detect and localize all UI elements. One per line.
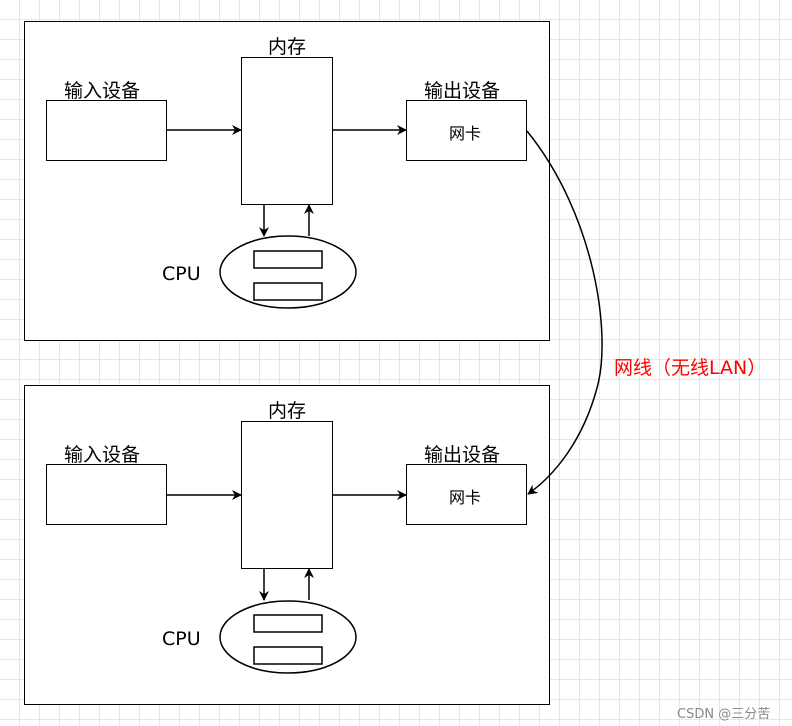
input-device-label-bottom: 输入设备 — [64, 444, 141, 466]
watermark: CSDN @三分苦 — [677, 707, 771, 722]
nic-label-bottom: 网卡 — [449, 488, 482, 507]
output-device-box-top — [406, 100, 527, 161]
cpu-label-top: CPU — [162, 263, 201, 285]
cpu-register-bottom-2 — [253, 646, 323, 665]
network-cable-label: 网线（无线LAN） — [614, 357, 767, 379]
output-device-label-top: 输出设备 — [424, 80, 501, 102]
memory-label-top: 内存 — [268, 36, 307, 58]
input-device-box-top — [46, 100, 167, 161]
nic-label-top: 网卡 — [449, 124, 482, 143]
cpu-label-bottom: CPU — [162, 628, 201, 650]
network-cable-curve — [526, 130, 603, 495]
input-device-box-bottom — [46, 464, 167, 525]
memory-box-bottom — [241, 421, 333, 569]
cpu-register-top-2 — [253, 282, 323, 301]
cpu-register-bottom-1 — [253, 614, 323, 633]
input-device-label-top: 输入设备 — [64, 80, 141, 102]
cpu-register-top-1 — [253, 250, 323, 269]
memory-label-bottom: 内存 — [268, 400, 307, 422]
output-device-box-bottom — [406, 464, 527, 525]
output-device-label-bottom: 输出设备 — [424, 444, 501, 466]
memory-box-top — [241, 57, 333, 205]
